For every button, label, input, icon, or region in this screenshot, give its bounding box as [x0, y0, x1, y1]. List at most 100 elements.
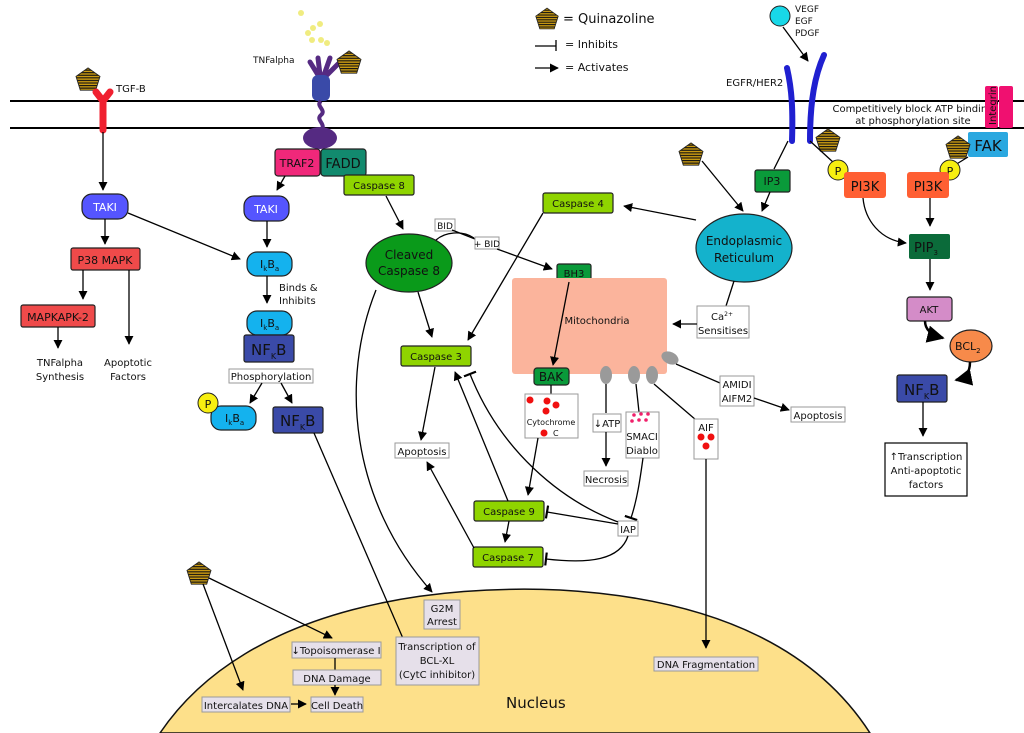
necrosis-box[interactable]: [583, 470, 629, 487]
cytochrome-label: Cytochrome: [527, 418, 576, 427]
akt-node[interactable]: [906, 296, 953, 322]
nfkb-right-node[interactable]: [896, 374, 948, 403]
caspase4-label: Caspase 4: [552, 199, 604, 210]
pip3-label: PIP3: [914, 241, 938, 257]
ikb-p-node[interactable]: [210, 405, 257, 431]
ikb-node[interactable]: [246, 251, 293, 277]
dna-fragmentation-label: DNA Fragmentation: [657, 660, 755, 671]
intercalates-box[interactable]: [201, 696, 291, 713]
phosphate-icon: [197, 392, 219, 414]
diablo-label: Diablo: [626, 446, 658, 457]
phosphorylation-label: Phosphorylation: [231, 372, 312, 383]
nfkb-free-node[interactable]: [272, 406, 324, 434]
tnf-ligand: [298, 10, 330, 46]
transcription-box[interactable]: [884, 442, 968, 497]
phosphorylation-label-box: [228, 368, 314, 384]
apoptosis-right-box[interactable]: [790, 406, 846, 423]
caspase7-label: Caspase 7: [482, 553, 534, 564]
caspase9-label: Caspase 9: [483, 507, 535, 518]
plus-bid-box: [474, 236, 500, 250]
ikb-p-label: IkBa: [225, 412, 244, 427]
smac-dots: [630, 412, 650, 423]
plus-bid-label: + BID: [474, 240, 500, 250]
amidi-label: AMIDI: [722, 380, 751, 391]
transcription-label: ↑Transcription: [890, 452, 963, 463]
g2m-label: G2M: [431, 604, 454, 615]
tnf-synthesis-label-2: Synthesis: [36, 372, 84, 383]
p-label: P: [835, 165, 842, 178]
vegf-label: VEGF: [795, 5, 819, 15]
cytochrome-dots: [526, 396, 560, 437]
fadd-node[interactable]: [320, 148, 367, 177]
apoptosis-mid-box[interactable]: [394, 442, 450, 459]
necrosis-label: Necrosis: [585, 475, 627, 486]
egfr-receptor: [784, 52, 827, 144]
sensitises-label: Sensitises: [698, 326, 748, 337]
taki-left-label: TAKI: [92, 201, 117, 214]
channel-icon: [646, 366, 658, 384]
caspase3-label: Caspase 3: [410, 352, 462, 363]
aifm2-label: AIFM2: [722, 394, 753, 405]
mitochondria[interactable]: [512, 278, 667, 374]
cytochrome-c-box[interactable]: [524, 393, 579, 439]
bclxl-label-3: (CytC inhibitor): [399, 670, 475, 681]
quinazoline-icon: [75, 67, 101, 91]
mitochondria-label: Mitochondria: [564, 316, 629, 327]
ikb-bound-label: IkBa: [260, 317, 279, 332]
cell-death-box[interactable]: [310, 696, 364, 713]
caspase3-node[interactable]: [400, 345, 472, 367]
ip3-node[interactable]: [754, 169, 791, 193]
channel-icon: [600, 366, 612, 384]
apoptotic-factors-label: Apoptotic: [104, 358, 152, 369]
pi3k-right-node[interactable]: [907, 172, 949, 198]
caspase8-node[interactable]: [343, 174, 415, 196]
p38-mapk-node[interactable]: [70, 247, 141, 271]
traf2-node[interactable]: [274, 148, 321, 177]
ca-sensitises-box[interactable]: [696, 305, 750, 339]
egf-label: EGF: [795, 17, 813, 27]
caspase8-label: Caspase 8: [353, 181, 405, 192]
atp-note-line2: at phosphorylation site: [855, 116, 970, 127]
bclxl-box[interactable]: [395, 636, 480, 686]
cell-death-label: Cell Death: [311, 701, 363, 712]
amidi-box[interactable]: [719, 375, 755, 407]
caspase7-node[interactable]: [472, 546, 544, 568]
nfkb-bound-node[interactable]: [243, 334, 295, 363]
pi3k-left-node[interactable]: [844, 172, 886, 198]
quinazoline-icon: [815, 128, 841, 152]
cleaved-caspase8-node[interactable]: [365, 233, 453, 293]
caspase4-node[interactable]: [542, 192, 614, 214]
pi3k-right-label: PI3K: [914, 180, 943, 195]
anti-apoptotic-label: Anti-apoptotic: [891, 466, 962, 477]
atp-label: ↓ATP: [594, 419, 621, 430]
topo-box[interactable]: [291, 641, 382, 659]
p-label: P: [205, 398, 212, 411]
akt-label: AKT: [920, 305, 940, 316]
dna-damage-box[interactable]: [292, 669, 382, 686]
channel-icon: [661, 351, 679, 365]
ip3-label: IP3: [764, 175, 781, 188]
integrin: [985, 86, 998, 128]
g2m-box[interactable]: [423, 599, 461, 630]
tnf-synthesis-label: TNFalpha: [36, 358, 83, 369]
atp-note-line1: Competitively block ATP binding: [832, 104, 993, 115]
pdgf-label: PDGF: [795, 29, 820, 39]
p-label: P: [947, 165, 954, 178]
nfkb-right-label: NFKB: [904, 381, 939, 401]
ca-label: Ca2+: [711, 311, 733, 323]
phosphate-icon: [827, 159, 849, 181]
quinazoline-icon: [186, 561, 212, 585]
fak-label: FAK: [974, 137, 1003, 155]
bid-label: BID: [437, 222, 453, 232]
endoplasmic-reticulum-node[interactable]: [695, 213, 793, 283]
aif-label: AIF: [698, 423, 714, 434]
quinazoline-icon: [678, 142, 704, 166]
apoptotic-factors-label-2: Factors: [110, 372, 146, 383]
pip3-node[interactable]: [909, 234, 950, 259]
nfkb-bound-label: NFKB: [251, 341, 286, 361]
egfr-label: EGFR/HER2: [726, 78, 783, 89]
quinazoline-icon: [945, 135, 971, 159]
fak-node[interactable]: [968, 132, 1008, 157]
dna-fragmentation-box[interactable]: [653, 656, 759, 672]
quinazoline-icon: [336, 50, 362, 74]
